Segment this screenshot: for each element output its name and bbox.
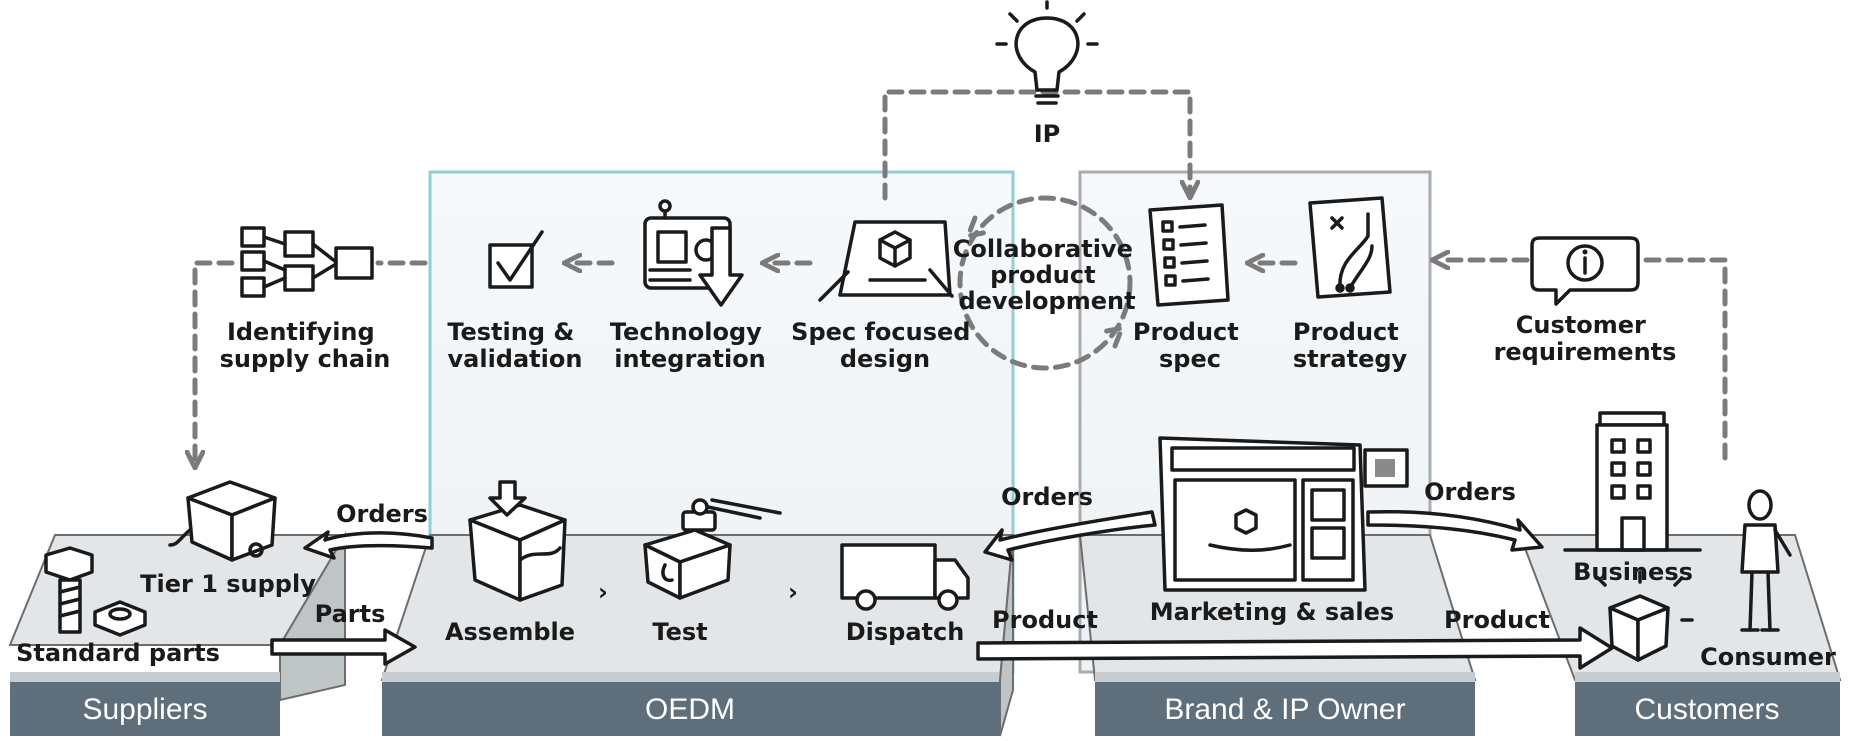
blueprint-icon (818, 220, 954, 302)
section-brand: Brand & IP Owner (1164, 693, 1405, 726)
checklist-icon (1148, 203, 1230, 307)
parts-label: Parts (315, 600, 386, 628)
lightbulb-icon (995, 0, 1099, 105)
box-icon (1596, 570, 1694, 662)
product-arrow (976, 626, 1614, 670)
section-suppliers: Suppliers (82, 693, 207, 726)
spec-focused-design-label: Spec focused design (791, 318, 979, 373)
parts-arrow (270, 628, 417, 666)
storefront-icon (1158, 436, 1409, 592)
tier1-box-icon (168, 480, 277, 562)
orders-mid-label: Orders (1001, 483, 1093, 511)
person-icon (1740, 489, 1792, 632)
standard-parts-label: Standard parts (16, 639, 220, 667)
tier1-supply-label: Tier 1 supply (140, 570, 316, 598)
customer-requirements-label: Customer requirements (1494, 311, 1677, 366)
chevron-right-icon: › (598, 578, 608, 606)
ip-loop-line (882, 89, 1190, 201)
bolt-icon (44, 546, 94, 634)
collaborative-cycle (957, 195, 1133, 371)
assemble-label: Assemble (445, 618, 575, 646)
section-oedm: OEDM (645, 693, 735, 726)
testing-validation-label: Testing & validation (447, 318, 582, 373)
technology-integration-label: Technology integration (610, 318, 770, 373)
collaborative-label: Collaborative product development (953, 235, 1141, 315)
org-chart-icon (240, 226, 374, 298)
dispatch-label: Dispatch (846, 618, 965, 646)
orders-arrow-mid (983, 510, 1157, 562)
nut-icon (93, 600, 147, 637)
chevron-right-icon-2: › (788, 578, 798, 606)
consumer-label: Consumer (1700, 643, 1836, 671)
orders-left-label: Orders (336, 500, 428, 528)
product-right-label: Product (1444, 606, 1550, 634)
business-label: Business (1573, 558, 1693, 586)
supply-chain-down-line (195, 260, 235, 460)
identifying-supply-chain-label: Identifying supply chain (220, 318, 391, 373)
test-label: Test (652, 618, 707, 646)
orders-right-label: Orders (1424, 478, 1516, 506)
assemble-icon (468, 480, 567, 602)
building-icon (1563, 411, 1702, 552)
product-spec-label: Product spec (1133, 318, 1247, 373)
orders-arrow-right (1366, 509, 1544, 552)
machine-icon (643, 199, 744, 307)
product-left-label: Product (992, 606, 1098, 634)
section-customers: Customers (1634, 693, 1779, 726)
info-bubble-icon (1530, 236, 1640, 306)
ip-label: IP (1034, 120, 1061, 148)
orders-arrow-left (303, 530, 434, 560)
product-strategy-label: Product strategy (1293, 318, 1408, 373)
truck-icon (840, 543, 970, 611)
checkbox-icon (488, 230, 544, 289)
playbook-icon (1308, 196, 1392, 299)
marketing-sales-label: Marketing & sales (1150, 598, 1394, 626)
stamp-icon (643, 498, 782, 600)
